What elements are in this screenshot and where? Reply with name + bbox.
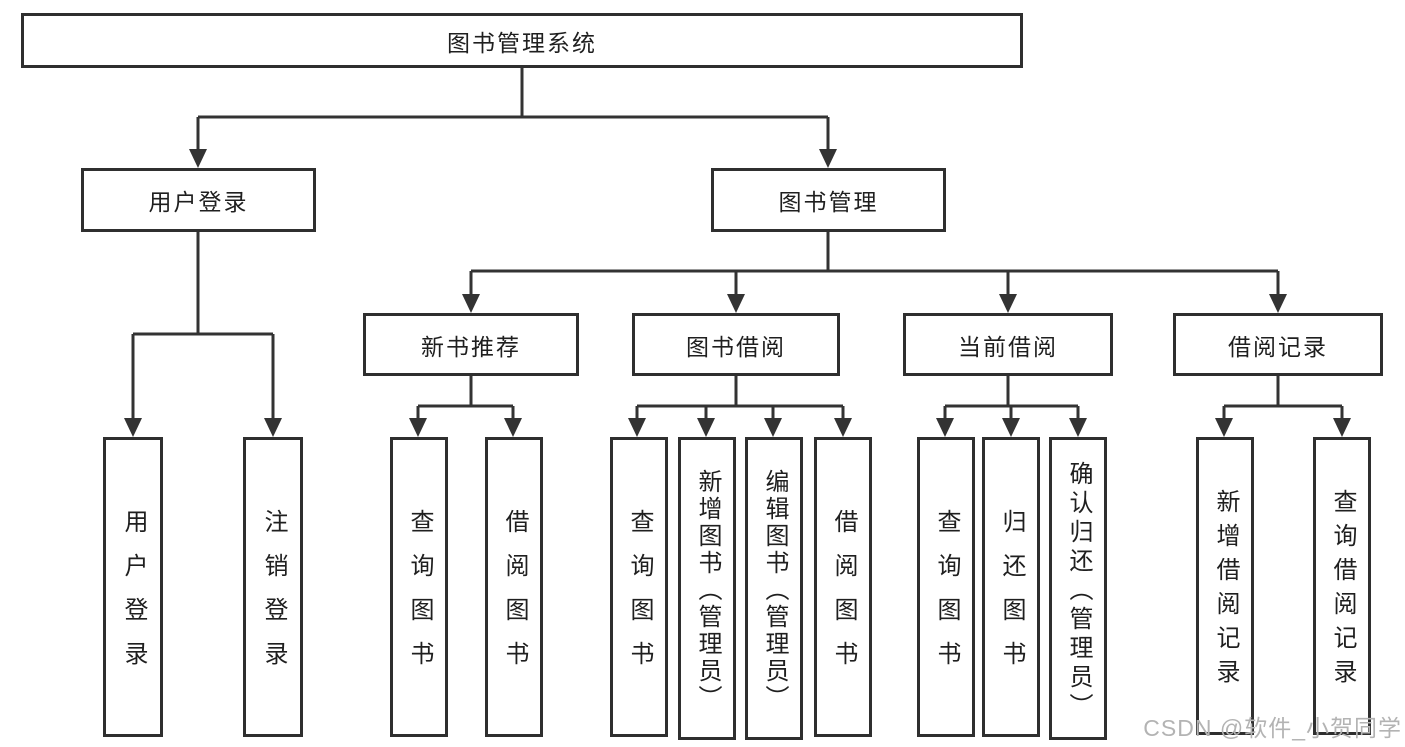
- leaf-logout: 注销登录: [243, 437, 303, 737]
- leaf-recommend-borrow-books: 借阅图书: [485, 437, 543, 737]
- connector-current-borrow-children: [936, 376, 1087, 437]
- node-new-book-recommend-label: 新书推荐: [421, 333, 521, 360]
- node-new-book-recommend: 新书推荐: [363, 313, 579, 376]
- leaf-borrow-borrow-books: 借阅图书: [814, 437, 872, 737]
- node-borrow-records: 借阅记录: [1173, 313, 1383, 376]
- leaf-borrow-add-books-admin: 新增图书（管理员）: [678, 437, 736, 740]
- node-book-borrow: 图书借阅: [632, 313, 840, 376]
- leaf-borrow-edit-books-admin-label: 编辑图书（管理员）: [761, 468, 788, 712]
- node-borrow-records-label: 借阅记录: [1228, 333, 1328, 360]
- connector-book-mgmt-to-groups: [462, 232, 1287, 313]
- leaf-borrow-borrow-books-label: 借阅图书: [830, 509, 857, 685]
- leaf-user-login: 用户登录: [103, 437, 163, 737]
- leaf-records-query-record-label: 查询借阅记录: [1329, 489, 1356, 693]
- leaf-recommend-query-books-label: 查询图书: [406, 509, 433, 685]
- connector-new-book-children: [409, 376, 522, 437]
- connector-root-to-level2: [189, 68, 837, 168]
- node-book-borrow-label: 图书借阅: [686, 333, 786, 360]
- leaf-recommend-borrow-books-label: 借阅图书: [501, 509, 528, 685]
- leaf-current-confirm-return-admin-label: 确认归还（管理员）: [1065, 460, 1092, 722]
- leaf-records-query-record: 查询借阅记录: [1313, 437, 1371, 735]
- leaf-records-add-record-label: 新增借阅记录: [1212, 489, 1239, 693]
- leaf-current-confirm-return-admin: 确认归还（管理员）: [1049, 437, 1107, 740]
- connector-borrow-records-children: [1215, 376, 1351, 437]
- leaf-borrow-edit-books-admin: 编辑图书（管理员）: [745, 437, 803, 740]
- leaf-borrow-query-books-label: 查询图书: [626, 509, 653, 685]
- leaf-borrow-query-books: 查询图书: [610, 437, 668, 737]
- node-user-login-label: 用户登录: [148, 189, 249, 215]
- node-book-management: 图书管理: [711, 168, 946, 232]
- leaf-current-return-books-label: 归还图书: [998, 509, 1025, 685]
- node-current-borrow-label: 当前借阅: [958, 333, 1058, 360]
- leaf-records-add-record: 新增借阅记录: [1196, 437, 1254, 735]
- connector-user-login-children: [124, 232, 282, 437]
- leaf-recommend-query-books: 查询图书: [390, 437, 448, 737]
- connector-book-borrow-children: [628, 376, 852, 437]
- leaf-current-query-books-label: 查询图书: [933, 509, 960, 685]
- node-library-system-label: 图书管理系统: [447, 29, 597, 56]
- leaf-current-return-books: 归还图书: [982, 437, 1040, 737]
- node-book-management-label: 图书管理: [778, 189, 879, 215]
- node-library-system: 图书管理系统: [21, 13, 1023, 68]
- node-user-login: 用户登录: [81, 168, 316, 232]
- leaf-logout-label: 注销登录: [260, 509, 287, 685]
- node-current-borrow: 当前借阅: [903, 313, 1113, 376]
- leaf-borrow-add-books-admin-label: 新增图书（管理员）: [694, 468, 721, 712]
- csdn-watermark: CSDN @软件_小贺同学: [1143, 715, 1402, 741]
- leaf-current-query-books: 查询图书: [917, 437, 975, 737]
- leaf-user-login-label: 用户登录: [120, 509, 147, 685]
